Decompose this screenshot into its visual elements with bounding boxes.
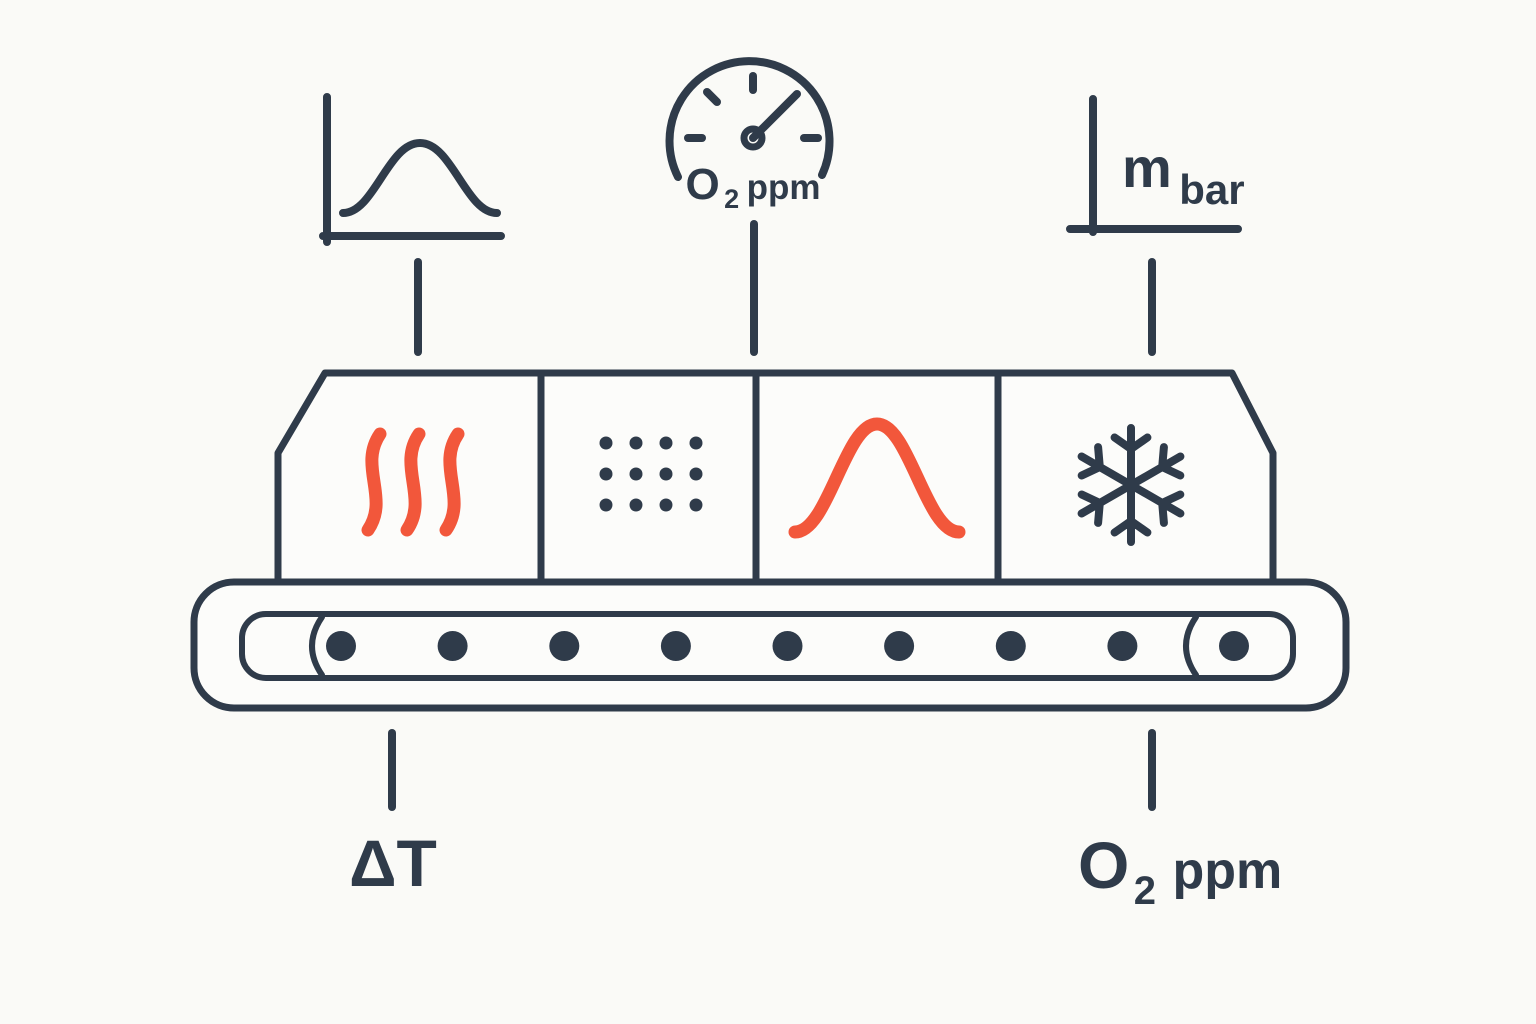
grid-dot [599,436,613,450]
conveyor-roller [772,631,803,661]
grid-dot [629,436,643,450]
conveyor-belt [239,611,1296,681]
pressure-label-sub: bar [1179,166,1244,213]
heat-wave [400,427,426,537]
conveyor-roller [549,631,580,661]
gauge-label-sub: 2 [724,184,739,214]
reflow-bell-curve [788,417,966,539]
grid-dot [659,436,673,450]
conveyor-roller [660,631,691,661]
dot-grid-icon [599,436,703,512]
gauge-arc [665,57,834,181]
oxygen-label: O 2 ppm [1078,828,1282,913]
pressure-label: m bar [1122,136,1245,213]
grid-dot [659,498,673,512]
temperature-profile-chart-icon [319,93,505,246]
chart-axes [319,93,505,246]
gauge-tick-upper-left [703,88,721,106]
heat-wave [439,427,465,537]
belt-left-cap [309,614,325,678]
snowflake-arms [1077,424,1185,546]
grid-dot [629,498,643,512]
gauge-label-unit: ppm [747,168,821,207]
pressure-axes [1066,95,1242,236]
connector-lines [388,220,1156,811]
oxygen-label-unit: ppm [1173,842,1283,900]
pressure-label-main: m [1122,136,1172,199]
pressure-axis-icon: m bar [1066,95,1245,236]
grid-dot [599,498,613,512]
bell-curve-icon [788,417,966,539]
grid-dot [599,467,613,481]
belt-right-cap [1183,614,1199,678]
profile-bell-curve [339,139,501,217]
grid-dot [629,467,643,481]
oxygen-gauge-icon: O 2 ppm [665,57,834,214]
delta-t-label: ΔT [349,826,437,900]
gauge-hub [740,125,766,151]
conveyor-roller [884,631,915,661]
snowflake-icon [1077,424,1185,546]
gauge-label: O 2 ppm [685,160,820,214]
conveyor-rollers [326,631,1249,661]
conveyor-roller [995,631,1026,661]
conveyor-roller [1219,631,1249,661]
oven-body [274,369,1277,586]
conveyor-roller [326,631,356,661]
grid-dot [689,467,703,481]
conveyor-roller [1107,631,1138,661]
heat-wave [361,427,387,537]
grid-dot [689,436,703,450]
conveyor [190,578,1350,712]
conveyor-roller [437,631,468,661]
oxygen-label-main: O [1078,828,1129,902]
gauge-label-main: O [685,160,719,209]
heat-waves-icon [361,427,465,537]
grid-dot [689,498,703,512]
oxygen-label-sub: 2 [1134,869,1156,913]
grid-dot [659,467,673,481]
